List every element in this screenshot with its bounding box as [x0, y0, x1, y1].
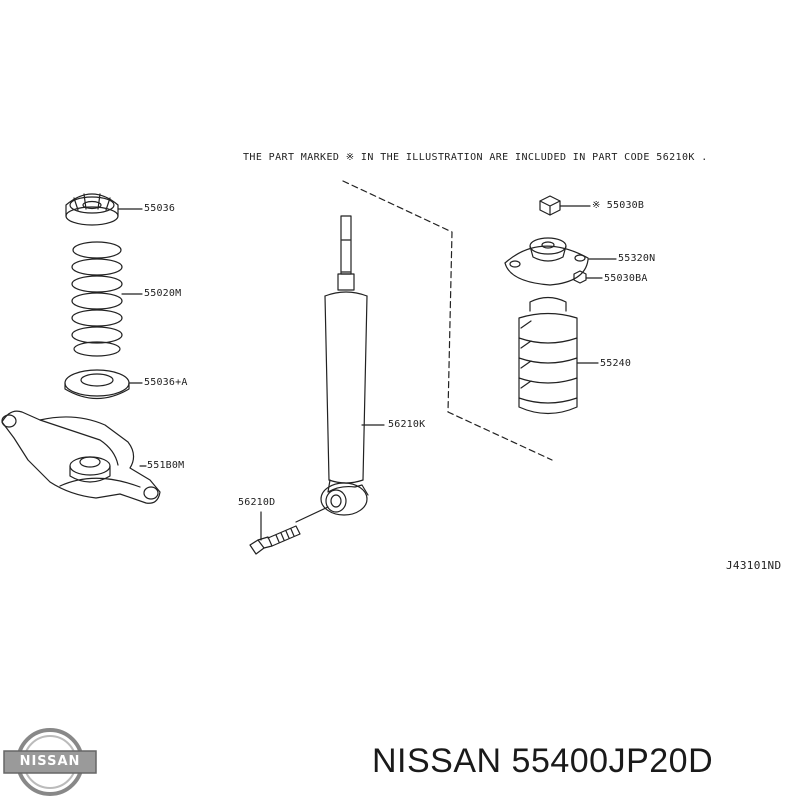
bolt-56210d — [249, 506, 329, 555]
label-55320n: 55320N — [618, 253, 656, 264]
diagram-reference-code: J43101ND — [726, 559, 782, 572]
label-55036: 55036 — [144, 203, 176, 214]
lower-arm-551b0m — [1, 410, 161, 504]
logo-wordmark: NISSAN — [19, 754, 81, 769]
label-551b0m: 551B0M — [147, 460, 185, 471]
spring-seat-upper-55036 — [65, 193, 143, 226]
label-55240: 55240 — [600, 358, 632, 369]
nut-55030b — [539, 195, 591, 216]
coil-spring-55020m — [71, 241, 143, 357]
label-55020m: 55020M — [144, 288, 182, 299]
dust-boot-55240 — [518, 296, 599, 415]
label-56210d: 56210D — [238, 497, 276, 508]
label-55030ba: 55030BA — [604, 273, 648, 284]
upper-mount-55320n — [504, 237, 617, 286]
label-55030b: ※ 55030B — [592, 200, 645, 211]
label-56210k: 56210K — [388, 419, 426, 430]
diagram-note: THE PART MARKED ※ IN THE ILLUSTRATION AR… — [243, 152, 708, 163]
label-55036a: 55036+A — [144, 377, 188, 388]
nut-55030ba — [573, 270, 603, 284]
nissan-logo — [3, 728, 97, 796]
spring-seat-lower-55036a — [64, 369, 143, 399]
kit-outline — [342, 180, 553, 461]
part-caption: NISSAN 55400JP20D — [372, 742, 714, 780]
nissan-logo-text: NISSAN — [4, 728, 96, 796]
shock-absorber-56210k — [320, 215, 385, 516]
